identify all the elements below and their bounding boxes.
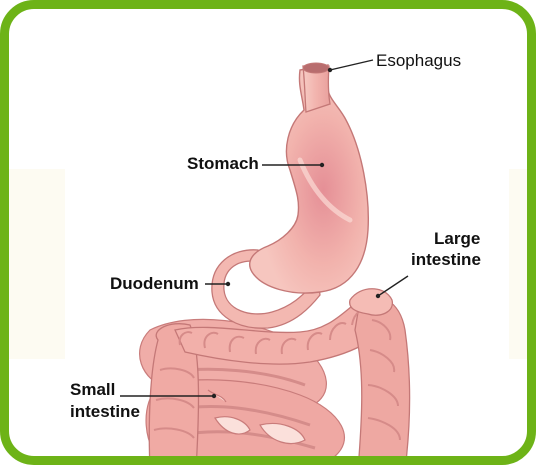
esophagus-opening [303, 63, 329, 73]
small-intestine-label-line1: Small [70, 380, 115, 400]
large-intestine-leader-line [378, 276, 408, 296]
small-intestine-label-line2: intestine [70, 402, 140, 422]
esophagus-leader-line [330, 60, 373, 70]
large-intestine-label-line2: intestine [411, 250, 481, 270]
esophagus-label: Esophagus [376, 51, 461, 71]
duodenum-label: Duodenum [110, 274, 199, 294]
large-intestine-label-line1: Large [434, 229, 480, 249]
stomach-label: Stomach [187, 154, 259, 174]
